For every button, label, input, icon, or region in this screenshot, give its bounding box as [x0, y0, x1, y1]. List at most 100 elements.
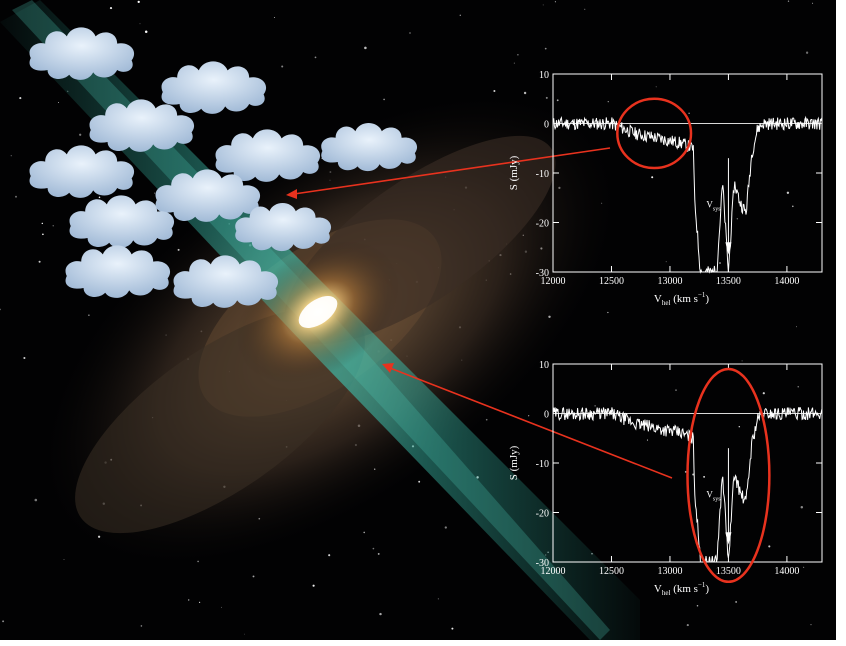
white-margin-right [836, 0, 846, 646]
star [451, 627, 454, 630]
star [812, 2, 814, 4]
star [273, 17, 275, 18]
spectrum-line [552, 406, 823, 563]
star [665, 261, 667, 263]
star [736, 218, 738, 220]
x-tick-label: 12500 [599, 566, 624, 577]
star [528, 415, 530, 417]
star [787, 0, 790, 2]
star [2, 620, 5, 623]
star [154, 192, 156, 194]
star [802, 566, 805, 568]
white-margin-bottom [0, 640, 846, 646]
star [88, 314, 90, 316]
star [312, 584, 315, 587]
star [688, 112, 690, 115]
y-tick-label: 0 [544, 120, 549, 131]
star [328, 554, 331, 557]
x-axis-label: Vhel (km s−1) [654, 291, 709, 307]
star [15, 195, 17, 198]
vsys-subscript: sys [713, 497, 721, 503]
x-tick-label: 13000 [657, 276, 682, 287]
star [418, 480, 421, 483]
star [137, 0, 140, 4]
star [684, 471, 687, 473]
star [696, 604, 699, 607]
x-tick-label: 12000 [541, 276, 566, 287]
y-tick-label: -10 [536, 169, 549, 180]
y-axis-label: S (mJy) [508, 155, 520, 190]
star [42, 233, 44, 236]
star [719, 262, 721, 264]
star [198, 601, 201, 604]
star [187, 599, 190, 601]
star [379, 612, 382, 616]
star [79, 133, 82, 136]
vsys-arrowhead [725, 532, 732, 545]
star [792, 205, 794, 208]
star [554, 1, 556, 3]
galaxy-core [236, 240, 400, 384]
x-tick-label: 12500 [599, 276, 624, 287]
star [243, 633, 245, 635]
star [556, 99, 559, 102]
star [377, 552, 380, 555]
star [41, 222, 44, 225]
star [19, 97, 22, 100]
star [98, 196, 101, 199]
star [738, 425, 741, 428]
star [144, 30, 148, 34]
star [686, 624, 689, 627]
star [513, 62, 515, 64]
vsys-arrowhead [725, 242, 732, 255]
x-tick-label: 13000 [657, 566, 682, 577]
star [805, 51, 809, 54]
y-tick-label: -10 [536, 459, 549, 470]
star [363, 531, 366, 534]
star [140, 625, 143, 627]
star [10, 155, 12, 157]
star [517, 54, 519, 56]
star [768, 545, 771, 548]
x-tick-label: 12000 [541, 566, 566, 577]
star [444, 526, 447, 529]
star [607, 101, 609, 103]
star [786, 191, 790, 194]
star [594, 405, 596, 407]
y-tick-label: -20 [536, 509, 549, 520]
star [459, 14, 461, 16]
star [735, 601, 737, 603]
star [139, 23, 141, 25]
star [109, 7, 113, 10]
star [220, 606, 222, 608]
vsys-subscript: sys [713, 207, 721, 213]
star [314, 56, 317, 59]
y-tick-label: 10 [539, 360, 549, 371]
star [281, 65, 284, 68]
x-tick-label: 14000 [774, 566, 799, 577]
x-axis-label: Vhel (km s−1) [654, 581, 709, 597]
star [383, 98, 385, 101]
x-tick-label: 13500 [716, 566, 741, 577]
y-axis-label: S (mJy) [508, 445, 520, 480]
star [703, 475, 706, 478]
y-tick-label: 10 [539, 70, 549, 81]
star [800, 505, 804, 509]
star [762, 392, 765, 395]
star [810, 623, 812, 626]
star [542, 4, 544, 6]
star [409, 32, 411, 34]
star [52, 225, 54, 227]
highlight-ellipse [616, 97, 693, 170]
star [493, 89, 496, 93]
star [252, 575, 255, 578]
pointer-arrow-upper [286, 147, 611, 199]
star [372, 547, 375, 550]
star [0, 308, 1, 311]
star [63, 559, 65, 560]
star [23, 356, 26, 360]
x-tick-label: 14000 [774, 276, 799, 287]
